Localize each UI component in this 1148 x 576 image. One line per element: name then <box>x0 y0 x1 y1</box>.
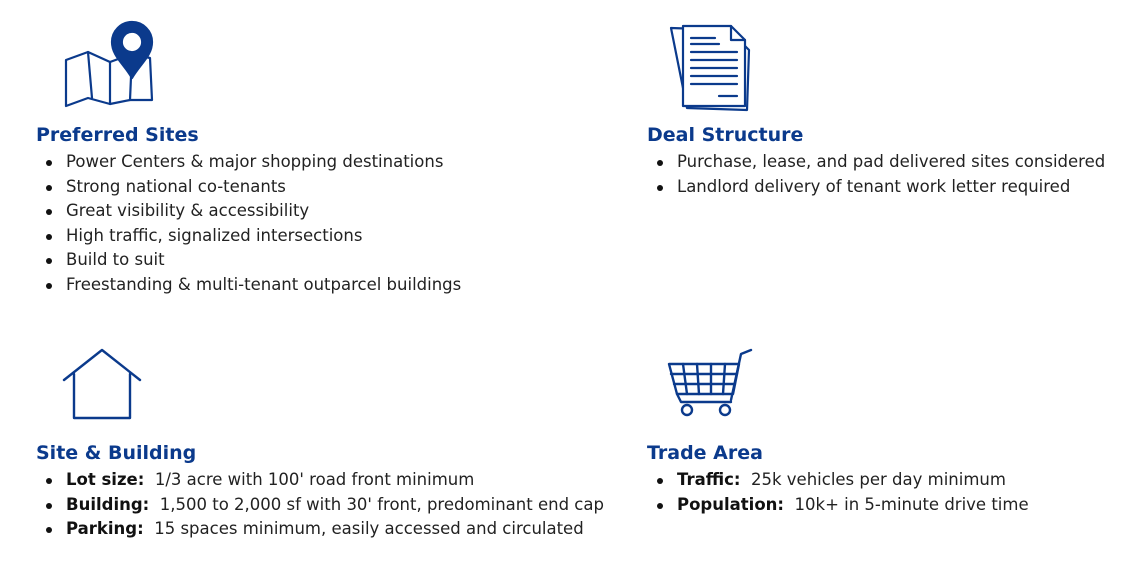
list-item: Lot size: 1/3 acre with 100' road front … <box>36 468 556 493</box>
document-icon <box>647 20 777 120</box>
item-term: Population: <box>677 494 785 514</box>
bullet-list: Purchase, lease, and pad delivered sites… <box>647 150 1148 199</box>
list-item: Power Centers & major shopping destinati… <box>36 150 556 175</box>
bullet-list: Lot size: 1/3 acre with 100' road front … <box>36 468 604 542</box>
list-item: Purchase, lease, and pad delivered sites… <box>647 150 1148 175</box>
item-term: Building: <box>66 494 150 514</box>
section-title: Site & Building <box>36 442 197 464</box>
item-term: Parking: <box>66 519 144 538</box>
bullet-list: Power Centers & major shopping destinati… <box>36 150 556 297</box>
list-item: Great visibility & accessibility <box>36 199 556 224</box>
item-description: 25k vehicles per day minimum <box>751 470 1006 489</box>
map-pin-icon <box>36 20 166 120</box>
section-title: Trade Area <box>647 442 763 464</box>
list-item: Building: 1,500 to 2,000 sf with 30' fro… <box>36 493 604 518</box>
list-item: High traffic, signalized intersections <box>36 224 556 249</box>
list-item: Freestanding & multi-tenant outparcel bu… <box>36 273 556 298</box>
list-item: Strong national co-tenants <box>36 175 556 200</box>
site-building-section: Site & Building Lot size: 1/3 acre with … <box>36 340 604 542</box>
item-term: Traffic: <box>677 470 741 489</box>
item-description: 1/3 acre with 100' road front minimum <box>154 470 475 489</box>
list-item: Traffic: 25k vehicles per day minimum <box>647 468 1148 493</box>
bullet-list: Traffic: 25k vehicles per day minimum Po… <box>647 468 1148 517</box>
trade-area-section: Trade Area Traffic: 25k vehicles per day… <box>647 340 1148 517</box>
shopping-cart-icon <box>647 340 777 440</box>
house-icon <box>36 340 166 440</box>
preferred-sites-section: Preferred Sites Power Centers & major sh… <box>36 20 556 297</box>
item-description: 1,500 to 2,000 sf with 30' front, predom… <box>159 494 604 514</box>
list-item: Landlord delivery of tenant work letter … <box>647 175 1148 200</box>
item-description: 15 spaces minimum, easily accessed and c… <box>154 519 584 538</box>
section-title: Preferred Sites <box>36 124 199 146</box>
item-term: Lot size: <box>66 470 145 489</box>
section-title: Deal Structure <box>647 124 804 146</box>
list-item: Parking: 15 spaces minimum, easily acces… <box>36 517 584 542</box>
item-description: 10k+ in 5-minute drive time <box>794 494 1029 514</box>
list-item: Build to suit <box>36 248 556 273</box>
list-item: Population: 10k+ in 5-minute drive time <box>647 493 1148 518</box>
deal-structure-section: Deal Structure Purchase, lease, and pad … <box>647 20 1148 199</box>
